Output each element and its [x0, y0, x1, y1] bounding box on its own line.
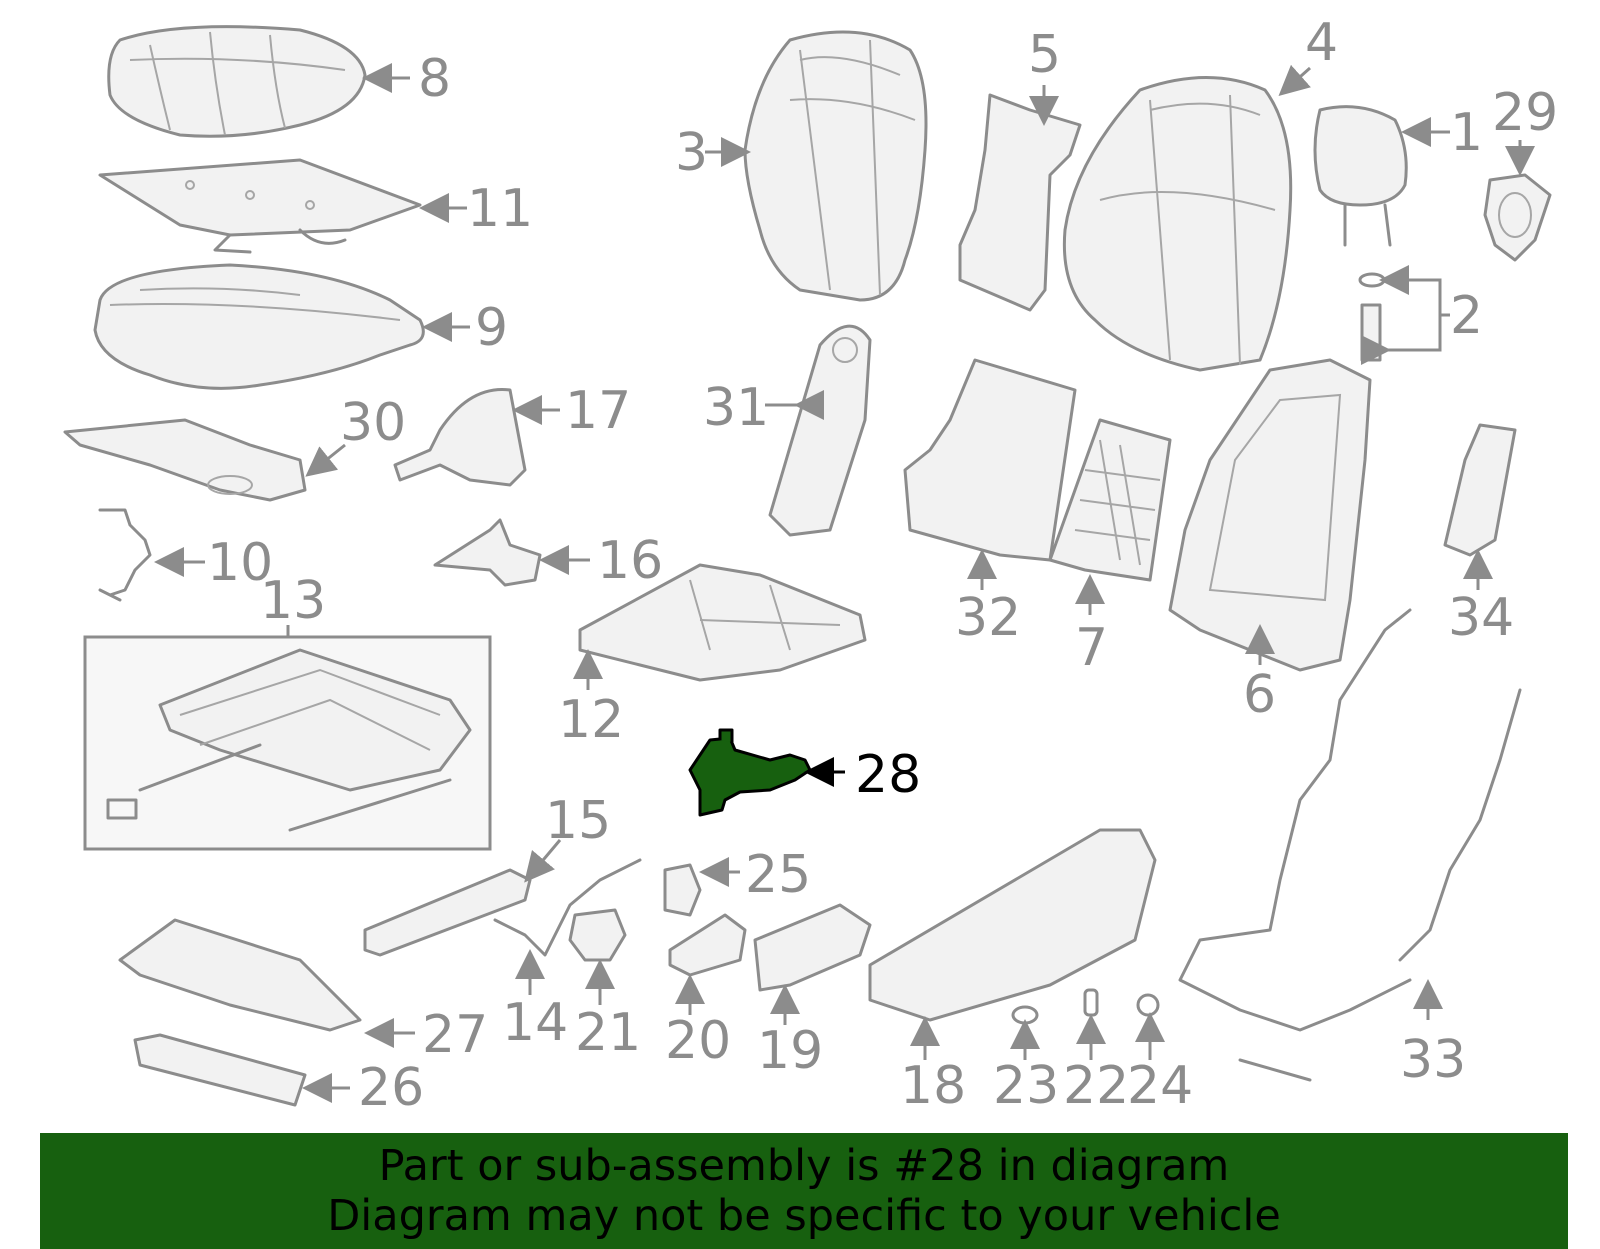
part-30-cushion-pan [63, 418, 307, 502]
callout-9: 9 [475, 298, 508, 358]
callout-16: 16 [597, 531, 663, 591]
callout-10: 10 [207, 533, 273, 593]
callout-33: 33 [1400, 1030, 1466, 1090]
part-6-back-frame [1168, 358, 1372, 672]
part-32-lumbar-support [903, 358, 1077, 562]
callout-29: 29 [1492, 83, 1558, 143]
part-21-actuator [568, 908, 627, 962]
part-3-back-cover [743, 30, 928, 302]
callout-12: 12 [558, 690, 624, 750]
part-5-back-pad-insert [958, 93, 1082, 312]
part-24-knob [1136, 993, 1160, 1017]
part-18-side-shield [868, 828, 1157, 1022]
callout-19: 19 [757, 1021, 823, 1081]
part-12-cushion-frame [578, 563, 867, 682]
part-22-knob [1083, 988, 1099, 1017]
callout-11: 11 [467, 179, 533, 239]
callout-24: 24 [1127, 1056, 1193, 1116]
part-23-knob [1011, 1005, 1039, 1025]
leader-lines [154, 63, 1535, 1103]
callout-25: 25 [745, 845, 811, 905]
part-15-track-cover [363, 868, 532, 957]
callout-30: 30 [340, 393, 406, 453]
info-banner: Part or sub-assembly is #28 in diagram D… [40, 1133, 1568, 1249]
part-31-back-panel [768, 324, 872, 537]
part-34-side-airbag [1443, 423, 1517, 557]
callout-22: 22 [1063, 1056, 1129, 1116]
part-9-cushion-pad [93, 263, 425, 390]
callout-34: 34 [1448, 588, 1514, 648]
callout-1: 1 [1450, 103, 1483, 163]
callout-8: 8 [418, 49, 451, 109]
part-1-headrest [1313, 105, 1408, 247]
callout-31: 31 [703, 378, 769, 438]
callout-23: 23 [993, 1056, 1059, 1116]
part-20-switch [668, 913, 747, 977]
part-10-wire-harness [98, 508, 152, 602]
banner-line-2: Diagram may not be specific to your vehi… [327, 1191, 1281, 1241]
callout-28: 28 [855, 745, 921, 805]
callout-17: 17 [565, 381, 631, 441]
part-16-bracket [433, 518, 542, 587]
part-2-headrest-guide [1358, 272, 1386, 362]
callout-5: 5 [1028, 25, 1061, 85]
part-8-cushion-cover [107, 25, 367, 138]
callout-labels: 8 11 9 30 17 10 16 13 12 3 5 4 1 29 2 31… [207, 13, 1558, 1118]
callout-7: 7 [1075, 618, 1108, 678]
part-14-cable [493, 858, 642, 957]
part-26-trim [133, 1033, 307, 1107]
part-17-trim-cover [393, 388, 527, 487]
part-4-back-pad [1062, 76, 1293, 372]
callout-4: 4 [1305, 13, 1338, 73]
part-11-heater-pad [98, 158, 422, 254]
callout-32: 32 [955, 588, 1021, 648]
part-25-cap [663, 863, 702, 917]
callout-14: 14 [502, 993, 568, 1053]
part-29-trim-ring [1483, 173, 1552, 262]
callout-21: 21 [575, 1003, 641, 1063]
callout-27: 27 [422, 1005, 488, 1065]
callout-20: 20 [665, 1011, 731, 1071]
part-33-wire-harness [1178, 608, 1522, 1082]
part-7-back-suspension [1048, 418, 1172, 582]
part-13-seat-adjuster [83, 635, 492, 851]
callout-2: 2 [1450, 286, 1483, 346]
part-19-switch-bezel [753, 903, 872, 992]
part-27-track-cover [118, 918, 362, 1032]
part-28-highlighted [688, 728, 845, 817]
banner-line-1: Part or sub-assembly is #28 in diagram [378, 1141, 1230, 1191]
callout-15: 15 [545, 791, 611, 851]
callout-26: 26 [358, 1058, 424, 1118]
callout-6: 6 [1243, 665, 1276, 725]
callout-18: 18 [900, 1056, 966, 1116]
callout-3: 3 [675, 123, 708, 183]
callout-13: 13 [260, 571, 326, 631]
